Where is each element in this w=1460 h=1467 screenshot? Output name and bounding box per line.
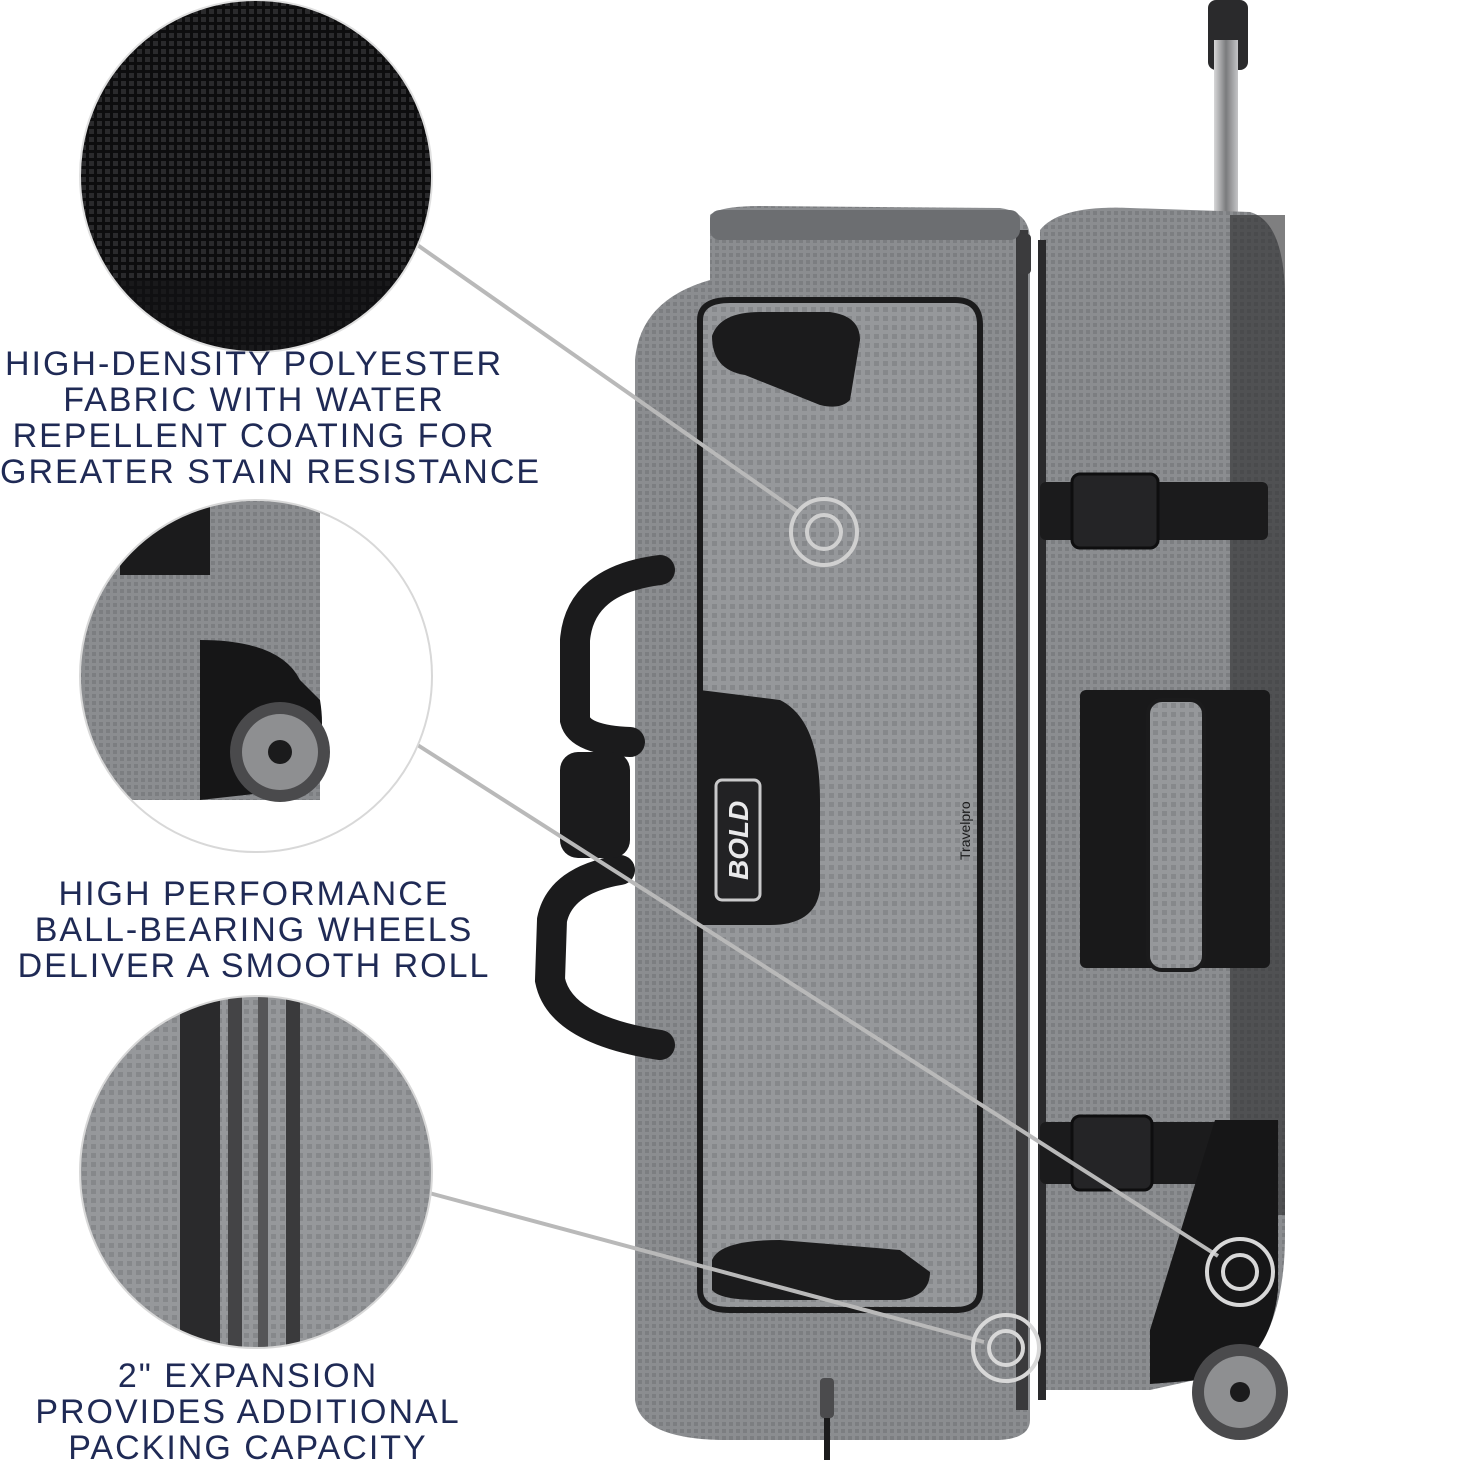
feature-line: REPELLENT COATING FOR [12, 417, 496, 455]
zoom-circle-wheels [79, 499, 433, 853]
callout-marker-expansion [971, 1313, 1041, 1383]
feature-line: DELIVER A SMOOTH ROLL [17, 947, 491, 985]
callout-marker-wheels [1205, 1237, 1275, 1307]
feature-line: HIGH PERFORMANCE [58, 875, 450, 913]
feature-text-wheels: HIGH PERFORMANCE BALL-BEARING WHEELS DEL… [0, 876, 508, 984]
zoom-circle-expansion [79, 995, 433, 1349]
rear-pocket [1080, 690, 1270, 972]
feature-line: 2" EXPANSION [117, 1357, 379, 1395]
feature-line: FABRIC WITH WATER [63, 381, 445, 419]
feature-text-expansion: 2" EXPANSION PROVIDES ADDITIONAL PACKING… [0, 1358, 496, 1466]
bottom-zipper-pull [820, 1378, 834, 1460]
callout-marker-fabric [789, 497, 859, 567]
feature-line: PROVIDES ADDITIONAL [35, 1393, 461, 1431]
feature-text-fabric: HIGH-DENSITY POLYESTER FABRIC WITH WATER… [0, 345, 542, 491]
bag-main-body [635, 206, 1046, 1440]
side-carry-handle [534, 555, 675, 1060]
callout-lines [414, 242, 1220, 1344]
feature-line: GREATER STAIN RESISTANCE [0, 453, 542, 491]
logo-text: BOLD [723, 801, 754, 880]
feature-line: BALL-BEARING WHEELS [34, 911, 474, 949]
feature-line: HIGH-DENSITY POLYESTER [4, 345, 504, 383]
brand-side-text: Travelpro [957, 801, 973, 860]
brand-logo: BOLD [714, 778, 762, 902]
zoom-circle-fabric [79, 0, 433, 353]
feature-line: PACKING CAPACITY [68, 1429, 428, 1467]
